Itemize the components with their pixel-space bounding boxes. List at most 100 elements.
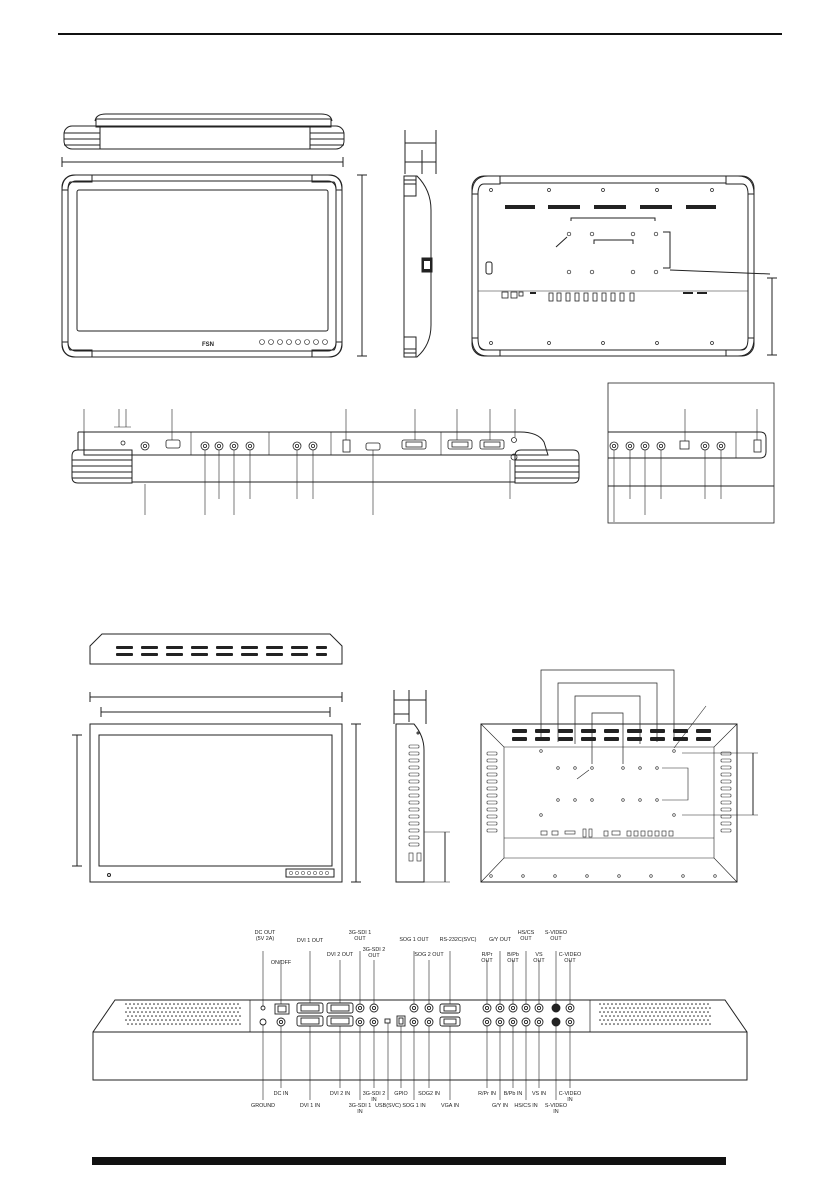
vent-hole: [131, 1023, 133, 1025]
label-line: HS/CS IN: [514, 1103, 538, 1109]
vent-hole: [151, 1007, 153, 1009]
label-line: SOG 1 IN: [402, 1103, 426, 1109]
vent-hole: [651, 1019, 653, 1021]
vent-hole: [655, 1019, 657, 1021]
vent-hole: [195, 1007, 197, 1009]
vent-hole: [611, 1019, 613, 1021]
vent-hole: [627, 1011, 629, 1013]
label-line: 3G-SDI 1: [348, 1103, 372, 1109]
vent-hole: [231, 1007, 233, 1009]
vent-hole: [601, 1015, 603, 1017]
vent-hole: [669, 1023, 671, 1025]
label-line: VS IN: [531, 1091, 547, 1097]
vent-hole: [671, 1003, 673, 1005]
label-line: DVI 2 OUT: [326, 952, 354, 958]
vent-hole: [175, 1007, 177, 1009]
vent-hole: [703, 1003, 705, 1005]
vent-hole: [225, 1003, 227, 1005]
vent-hole: [701, 1015, 703, 1017]
vent-hole: [635, 1011, 637, 1013]
vent-hole: [237, 1019, 239, 1021]
vent-hole: [157, 1019, 159, 1021]
vent-hole: [227, 1023, 229, 1025]
vent-hole: [165, 1011, 167, 1013]
vent-hole: [179, 1023, 181, 1025]
vent-hole: [181, 1003, 183, 1005]
vent-hole: [677, 1007, 679, 1009]
vent-hole: [687, 1003, 689, 1005]
vent-hole: [601, 1023, 603, 1025]
vent-hole: [197, 1019, 199, 1021]
vent-hole: [195, 1023, 197, 1025]
vent-hole: [675, 1011, 677, 1013]
vent-hole: [629, 1023, 631, 1025]
vent-hole: [213, 1003, 215, 1005]
vent-hole: [147, 1023, 149, 1025]
vent-hole: [687, 1019, 689, 1021]
vent-hole: [189, 1003, 191, 1005]
vent-hole: [139, 1015, 141, 1017]
vent-hole: [691, 1019, 693, 1021]
vent-hole: [709, 1023, 711, 1025]
vent-hole: [643, 1019, 645, 1021]
vent-hole: [695, 1019, 697, 1021]
vent-hole: [609, 1007, 611, 1009]
vent-hole: [131, 1015, 133, 1017]
vent-hole: [149, 1019, 151, 1021]
vent-hole: [203, 1007, 205, 1009]
label-line: OUT: [564, 958, 576, 964]
vent-hole: [683, 1003, 685, 1005]
vent-hole: [671, 1019, 673, 1021]
vent-hole: [145, 1003, 147, 1005]
vent-hole: [673, 1015, 675, 1017]
vent-hole: [607, 1003, 609, 1005]
vent-hole: [697, 1015, 699, 1017]
vent-hole: [601, 1007, 603, 1009]
vent-hole: [675, 1003, 677, 1005]
vent-hole: [667, 1011, 669, 1013]
vent-hole: [623, 1011, 625, 1013]
vent-hole: [157, 1003, 159, 1005]
vent-hole: [155, 1015, 157, 1017]
label-line: OUT: [520, 936, 532, 942]
vent-hole: [621, 1007, 623, 1009]
vent-hole: [617, 1007, 619, 1009]
vent-hole: [239, 1015, 241, 1017]
vent-hole: [709, 1015, 711, 1017]
vent-hole: [683, 1019, 685, 1021]
vent-hole: [159, 1023, 161, 1025]
vent-hole: [635, 1003, 637, 1005]
vent-hole: [611, 1011, 613, 1013]
vent-hole: [665, 1007, 667, 1009]
vent-hole: [205, 1011, 207, 1013]
bottom-view-1: [71, 382, 775, 524]
vent-hole: [663, 1003, 665, 1005]
vent-hole: [707, 1003, 709, 1005]
label-line: SOG2 IN: [418, 1091, 440, 1097]
vent-hole: [153, 1003, 155, 1005]
vent-hole: [191, 1007, 193, 1009]
vent-hole: [629, 1007, 631, 1009]
vent-hole: [637, 1023, 639, 1025]
vent-hole: [707, 1019, 709, 1021]
vent-hole: [619, 1003, 621, 1005]
vent-hole: [143, 1015, 145, 1017]
vent-hole: [157, 1011, 159, 1013]
label-line: S-VIDEO: [544, 930, 568, 936]
vent-hole: [691, 1011, 693, 1013]
vent-hole: [627, 1019, 629, 1021]
vent-hole: [665, 1023, 667, 1025]
vent-hole: [175, 1015, 177, 1017]
vent-hole: [225, 1019, 227, 1021]
vent-hole: [141, 1011, 143, 1013]
vent-hole: [631, 1019, 633, 1021]
vent-hole: [135, 1007, 137, 1009]
vent-hole: [163, 1015, 165, 1017]
vent-hole: [695, 1011, 697, 1013]
vent-hole: [647, 1003, 649, 1005]
vent-hole: [607, 1019, 609, 1021]
vent-hole: [223, 1015, 225, 1017]
label-bottom-dc-in: DC IN: [274, 1091, 289, 1097]
